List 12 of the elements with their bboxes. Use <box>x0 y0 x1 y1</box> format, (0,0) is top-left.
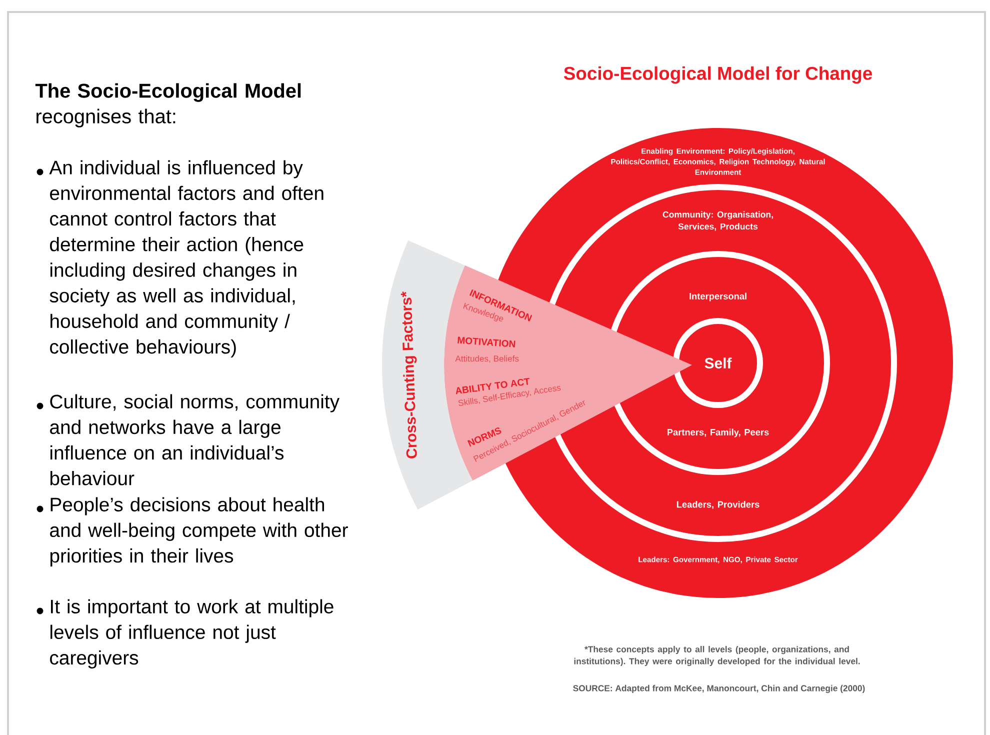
source-note: SOURCE: Adapted from McKee, Manoncourt, Chin and Carnegie (2000) <box>573 684 865 694</box>
intro-text: The Socio-Ecological Model recognises that: <box>35 83 301 128</box>
bullet-point: It is important to work at multiple levels of influence not just caregivers <box>36 599 334 668</box>
chart-title: Socio-Ecological Model for Change <box>564 66 872 84</box>
ring-label: Self <box>704 358 732 368</box>
bullet-point: People’s decisions about health and well-being compete with other priorities in their lives <box>36 497 348 566</box>
ring-label: Leaders, Providers <box>676 500 760 510</box>
bullet-point: An individual is influenced by environmental factors and often cannot control factors that determine their action (hence including desired changes in society as well as individual, household and community / collective behaviours) <box>36 160 324 358</box>
footnote: *These concepts apply to all levels (people, organizations, and institutions). They were originally developed for the individual level. <box>574 646 860 666</box>
ring-label: Interpersonal <box>690 292 746 302</box>
ring-label: Community: Organisation, Services, Products <box>662 211 773 231</box>
bullet-point: Culture, social norms, community and networks have a large influence on an individual’s behaviour <box>36 394 340 486</box>
